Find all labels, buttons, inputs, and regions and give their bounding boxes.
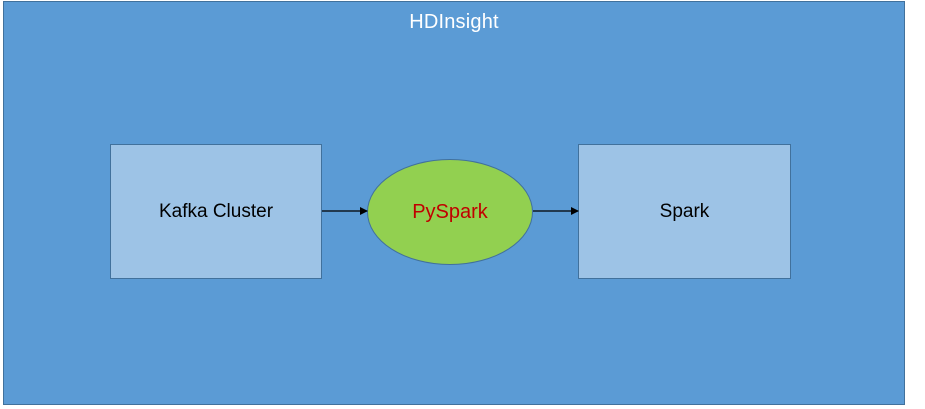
container-title: HDInsight: [409, 11, 499, 33]
pyspark-label: PySpark: [412, 200, 488, 223]
spark-label: Spark: [659, 200, 710, 222]
kafka-cluster-node: Kafka Cluster: [110, 144, 322, 279]
spark-node: Spark: [578, 144, 791, 279]
kafka-cluster-label: Kafka Cluster: [158, 200, 274, 222]
pyspark-node: PySpark: [367, 159, 533, 265]
